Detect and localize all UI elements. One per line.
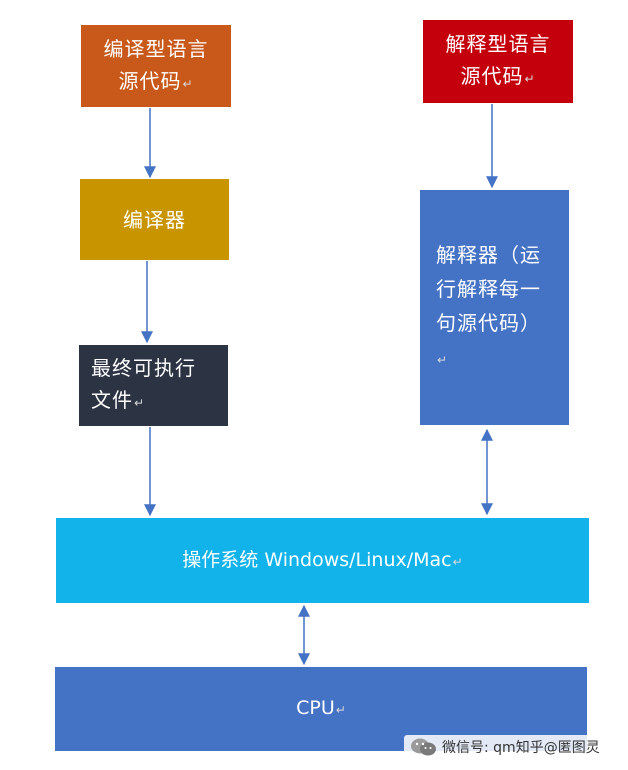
interpreter-label: 解释器（运行解释每一句源代码） — [436, 243, 541, 335]
compiler-label: 编译器 — [123, 207, 186, 232]
compiled-language-source-label: 编译型语言源代码 — [103, 36, 209, 93]
executable-file-box: 最终可执行文件↵ — [79, 345, 228, 426]
watermark: 微信号: qm知乎@匿图灵 — [404, 735, 606, 759]
return-mark: ↵ — [524, 72, 536, 86]
interpreted-language-source-label: 解释型语言源代码 — [445, 32, 551, 88]
watermark-text: 微信号: qm知乎@匿图灵 — [442, 740, 600, 756]
return-mark: ↵ — [437, 353, 449, 367]
compiled-language-source-box: 编译型语言源代码↵ — [81, 25, 231, 107]
return-mark: ↵ — [452, 554, 463, 569]
cpu-label: CPU — [296, 697, 335, 719]
executable-file-label: 最终可执行文件 — [91, 356, 196, 412]
interpreter-box: 解释器（运行解释每一句源代码） ↵ — [420, 190, 569, 425]
operating-system-label: 操作系统 Windows/Linux/Mac — [182, 548, 452, 571]
wechat-icon — [411, 738, 436, 756]
operating-system-box: 操作系统 Windows/Linux/Mac↵ — [56, 518, 589, 603]
compiler-box: 编译器 — [80, 179, 229, 260]
interpreted-language-source-box: 解释型语言源代码↵ — [423, 20, 573, 103]
return-mark: ↵ — [134, 396, 146, 410]
return-mark: ↵ — [182, 76, 194, 91]
return-mark: ↵ — [335, 703, 346, 717]
